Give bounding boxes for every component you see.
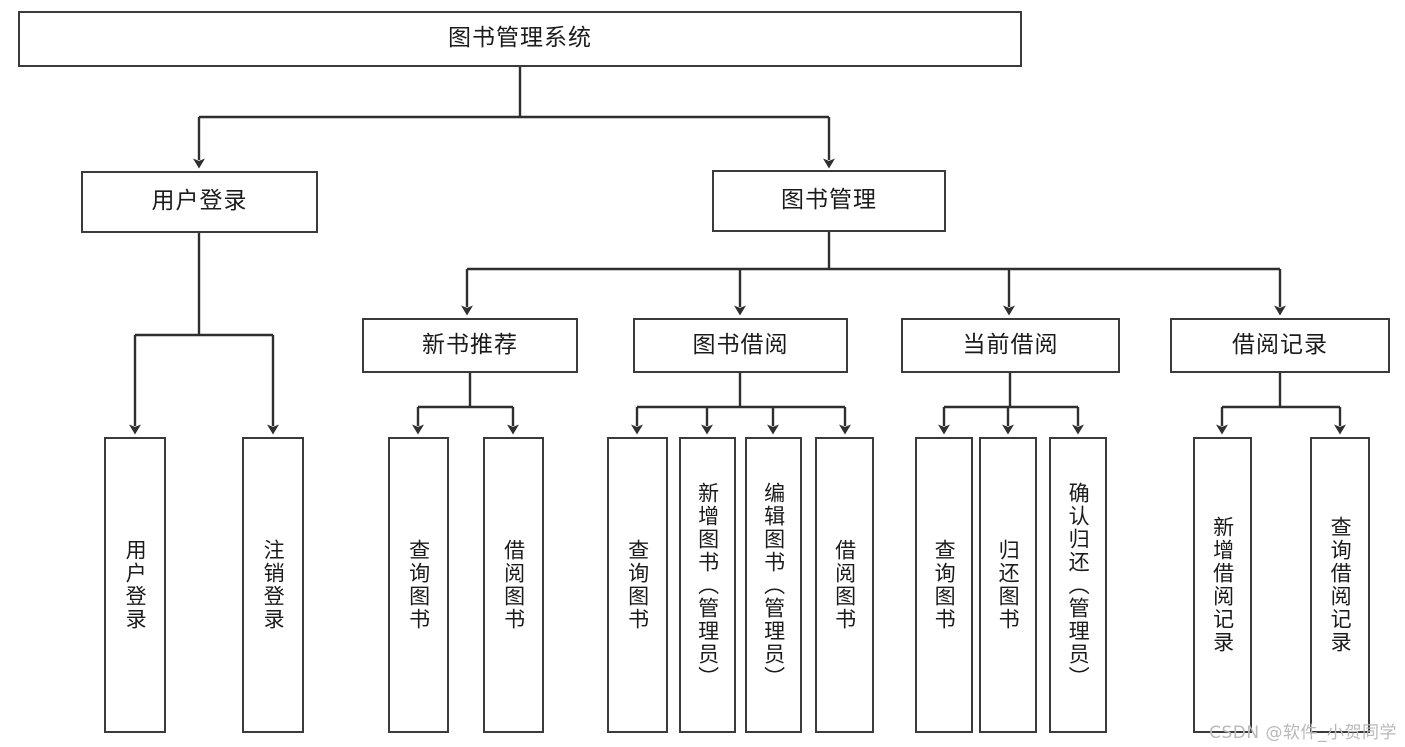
leaf-borrow-book-2[interactable]: 借阅图书 [815,437,874,733]
node-label: 用户登录 [151,188,248,215]
node-label: 确认归还（管理员） [1066,481,1091,689]
node-label: 编辑图书（管理员） [761,481,786,689]
leaf-edit-book-admin[interactable]: 编辑图书（管理员） [745,437,802,733]
node-label: 查询借阅记录 [1328,516,1353,654]
node-label: 新增图书（管理员） [695,481,720,689]
leaf-query-book-3[interactable]: 查询图书 [915,437,973,733]
leaf-borrow-book-1[interactable]: 借阅图书 [483,437,544,733]
node-user-login[interactable]: 用户登录 [81,171,318,233]
node-label: 查询图书 [406,539,431,631]
node-book-borrow[interactable]: 图书借阅 [633,318,848,373]
leaf-query-borrow-record[interactable]: 查询借阅记录 [1310,437,1370,733]
node-book-management[interactable]: 图书管理 [712,170,946,232]
node-label: 借阅图书 [832,539,857,631]
node-new-book-recommend[interactable]: 新书推荐 [362,318,578,373]
leaf-user-login[interactable]: 用户登录 [104,437,166,733]
node-label: 借阅记录 [1232,331,1328,358]
leaf-return-book[interactable]: 归还图书 [979,437,1037,733]
leaf-add-borrow-record[interactable]: 新增借阅记录 [1193,437,1252,733]
node-label: 查询图书 [625,539,650,631]
node-label: 归还图书 [996,539,1021,631]
leaf-user-logout[interactable]: 注销登录 [242,437,304,733]
csdn-watermark: CSDN @软件_小贺同学 [1209,723,1397,743]
node-label: 图书管理系统 [448,25,592,52]
node-current-borrow[interactable]: 当前借阅 [901,318,1120,373]
leaf-add-book-admin[interactable]: 新增图书（管理员） [679,437,736,733]
node-label: 图书借阅 [692,331,789,358]
node-label: 当前借阅 [962,331,1059,358]
leaf-query-book-1[interactable]: 查询图书 [388,437,449,733]
node-borrow-record[interactable]: 借阅记录 [1170,318,1390,373]
node-label: 图书管理 [781,187,877,214]
node-label: 用户登录 [123,539,148,631]
node-label: 借阅图书 [501,539,526,631]
node-label: 新增借阅记录 [1210,516,1235,654]
node-label: 查询图书 [932,539,957,631]
leaf-confirm-return-admin[interactable]: 确认归还（管理员） [1049,437,1107,733]
node-label: 新书推荐 [422,331,518,358]
leaf-query-book-2[interactable]: 查询图书 [607,437,668,733]
node-label: 注销登录 [261,539,286,631]
node-root-system[interactable]: 图书管理系统 [18,11,1022,67]
